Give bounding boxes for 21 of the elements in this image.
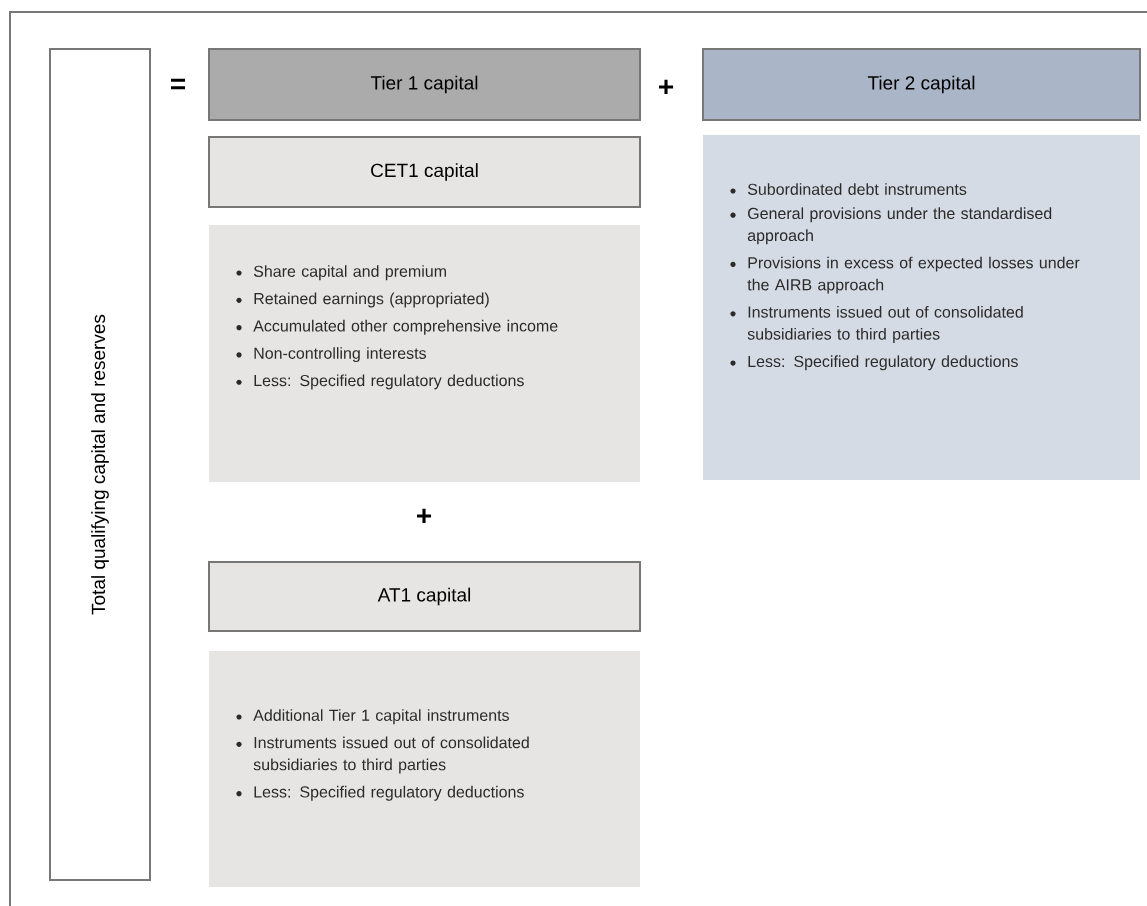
bullet-item: Less: Specified regulatory deductions <box>236 785 524 801</box>
bullet-item: Retained earnings (appropriated) <box>236 292 489 308</box>
bullet-item: Share capital and premium <box>236 265 446 281</box>
bullet-item: Provisions in excess of expected losses under the AIRB approach <box>730 256 1080 294</box>
bullet-item: Less: Specified regulatory deductions <box>236 374 524 390</box>
header-box: AT1 capital <box>208 561 641 632</box>
bullet-item: Additional Tier 1 capital instruments <box>236 709 509 725</box>
bullet-item: Subordinated debt instruments <box>730 183 967 195</box>
bullet-item: Non-controlling interests <box>236 347 426 363</box>
header-box: CET1 capital <box>208 136 641 208</box>
bullet-item: Accumulated other comprehensive income <box>236 319 558 335</box>
plus-sign: + <box>659 79 674 94</box>
header-box: Tier 1 capital <box>208 48 641 121</box>
bullet-item: Less: Specified regulatory deductions <box>730 355 1018 371</box>
label-box: Total qualifying capital and reserves <box>49 48 151 881</box>
plus-sign: + <box>417 508 432 523</box>
bullet-item: General provisions under the standardised approach <box>730 207 1052 245</box>
bullet-item: Instruments issued out of consolidated subsidiaries to third parties <box>730 306 1023 343</box>
bullet-item: Instruments issued out of consolidated subsidiaries to third parties <box>236 736 529 774</box>
equals-sign: = <box>171 78 186 90</box>
header-box: Tier 2 capital <box>702 48 1141 121</box>
